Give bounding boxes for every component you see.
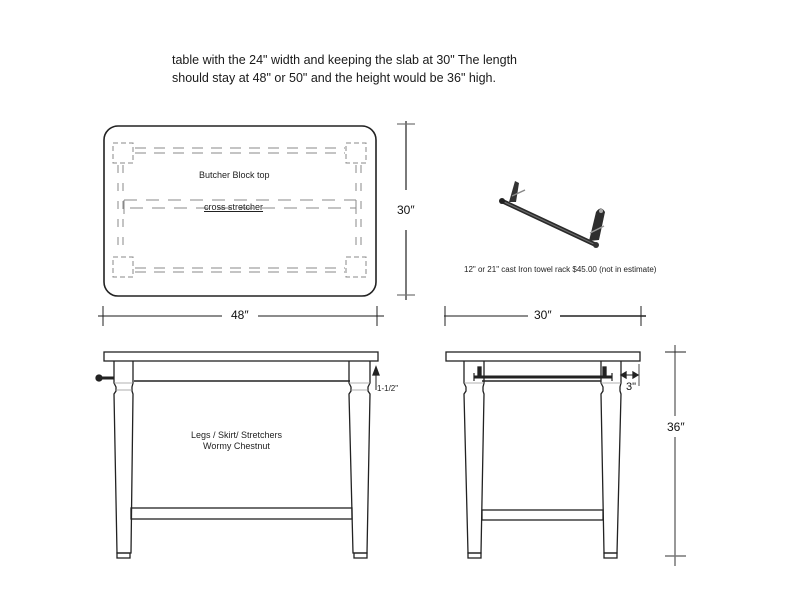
cross-stretcher-label: cross stretcher (204, 202, 264, 212)
side-view (445, 351, 641, 559)
length-dimension (98, 306, 384, 326)
top-view (98, 121, 415, 326)
length-dimension-label: 48″ (229, 308, 251, 322)
side-tabletop (445, 351, 641, 362)
leg-markers (112, 142, 367, 278)
cross-stretcher-lines (124, 199, 356, 209)
towel-rack-caption: 12" or 21" cast Iron towel rack $45.00 (… (464, 265, 657, 274)
side-width-dimension (444, 306, 646, 326)
front-tabletop (103, 351, 379, 362)
skirt-lines (117, 147, 362, 273)
side-width-dimension-label: 30″ (532, 308, 554, 322)
depth-dimension-label: 30″ (395, 203, 417, 217)
towel-rack-image (499, 181, 605, 248)
note-line-2: should stay at 48" or 50" and the height… (172, 71, 496, 85)
overhang-dimension-label: 1-1/2" (377, 384, 399, 393)
offset-dimension-label: 3" (624, 381, 639, 393)
butcher-block-outline (103, 125, 377, 297)
depth-dimension (397, 121, 415, 300)
material-label-line-1: Legs / Skirt/ Stretchers (191, 430, 283, 440)
material-label-line-2: Wormy Chestnut (203, 441, 270, 451)
front-view (95, 351, 380, 559)
height-dimension (665, 345, 686, 566)
design-note: table with the 24" width and keeping the… (172, 51, 517, 87)
butcher-block-label: Butcher Block top (199, 170, 270, 180)
note-line-1: table with the 24" width and keeping the… (172, 53, 517, 67)
height-dimension-label: 36″ (665, 420, 687, 434)
